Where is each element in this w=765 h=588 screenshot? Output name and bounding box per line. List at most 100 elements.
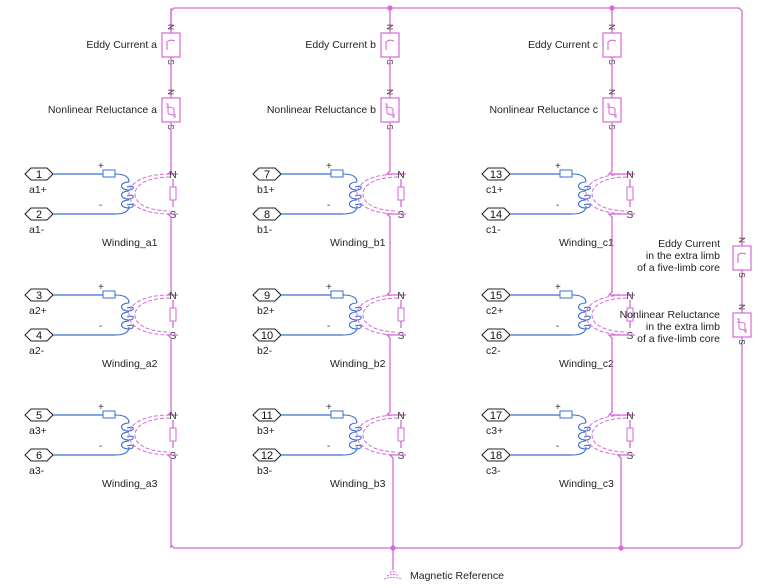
connection-port[interactable]: 1a1+ bbox=[24, 167, 54, 196]
port-label: b2+ bbox=[257, 305, 275, 317]
magnetic-reference-block[interactable]: Magnetic Reference bbox=[383, 570, 504, 582]
connection-port[interactable]: 8b1- bbox=[252, 207, 282, 236]
terminal-plus-marker bbox=[102, 290, 116, 299]
connection-port[interactable]: 6a3- bbox=[24, 448, 54, 477]
connection-port[interactable]: 5a3+ bbox=[24, 408, 54, 437]
pin-n-label: N bbox=[169, 291, 176, 302]
wire bbox=[607, 122, 635, 175]
pin-s-label: S bbox=[170, 451, 177, 462]
port-label: c3- bbox=[486, 465, 501, 477]
magnetic-ground-icon bbox=[389, 571, 397, 574]
reluctance-block-body[interactable] bbox=[161, 97, 181, 123]
flux-path-icon bbox=[356, 414, 399, 456]
minus-label: - bbox=[556, 441, 559, 452]
eddy-current-icon bbox=[166, 39, 176, 50]
eddy-current-icon bbox=[385, 39, 395, 50]
eddy-current-block-body[interactable] bbox=[161, 32, 181, 58]
port-label: b1+ bbox=[257, 184, 275, 196]
winding-name: Winding_c3 bbox=[559, 478, 614, 490]
connection-port[interactable]: 9b2+ bbox=[252, 288, 282, 317]
pin-s-label: S bbox=[627, 210, 634, 221]
leakage-reluctance-icon bbox=[169, 186, 177, 201]
connection-port[interactable]: 2a1- bbox=[24, 207, 54, 236]
wire bbox=[385, 213, 406, 296]
pin-n-label: N bbox=[737, 237, 746, 243]
pin-n-label: N bbox=[169, 170, 176, 181]
hysteresis-curve-icon bbox=[384, 106, 395, 118]
port-label: a1+ bbox=[29, 184, 47, 196]
extra-limb-eddy-current-block[interactable]: NS bbox=[732, 237, 752, 278]
leakage-reluctance-icon bbox=[397, 307, 405, 322]
flux-path-icon bbox=[591, 176, 628, 212]
flux-path-icon bbox=[128, 414, 171, 456]
port-number: 9 bbox=[264, 290, 270, 302]
coil-icon bbox=[342, 173, 362, 215]
reluctance-block-body[interactable] bbox=[732, 312, 752, 338]
connection-port[interactable]: 7b1+ bbox=[252, 167, 282, 196]
leakage-reluctance-icon bbox=[169, 307, 177, 322]
hysteresis-curve-icon bbox=[165, 106, 176, 118]
eddy-current-block-body[interactable] bbox=[602, 32, 622, 58]
pin-n-label: N bbox=[626, 411, 633, 422]
port-label: a3+ bbox=[29, 425, 47, 437]
winding-name: Winding_c2 bbox=[559, 358, 614, 370]
port-number: 4 bbox=[36, 330, 42, 342]
connection-port[interactable]: 4a2- bbox=[24, 328, 54, 357]
pin-n-label: N bbox=[166, 24, 175, 30]
eddy-current-block-body[interactable] bbox=[380, 32, 400, 58]
flux-path-icon bbox=[591, 297, 628, 333]
pin-n-label: N bbox=[626, 291, 633, 302]
eddy-current-block-body[interactable] bbox=[732, 245, 752, 271]
flux-path-icon bbox=[356, 294, 399, 336]
magnetic-ground-icon bbox=[383, 577, 403, 580]
magnetic-reference-label: Magnetic Reference bbox=[410, 570, 504, 582]
port-number: 12 bbox=[261, 450, 273, 462]
reluctance-block-body[interactable] bbox=[380, 97, 400, 123]
extra-limb-reluctance-label: Nonlinear Reluctance bbox=[620, 309, 721, 321]
reluctance-block-body[interactable] bbox=[602, 97, 622, 123]
pin-s-label: S bbox=[627, 331, 634, 342]
plus-label: + bbox=[555, 402, 561, 413]
pin-s-label: S bbox=[170, 210, 177, 221]
port-number: 1 bbox=[36, 169, 42, 181]
connection-port[interactable]: 3a2+ bbox=[24, 288, 54, 317]
extra-limb-reluctance-block[interactable]: NS bbox=[732, 304, 752, 345]
port-number: 2 bbox=[36, 209, 42, 221]
flux-path-icon bbox=[362, 417, 399, 453]
port-number: 13 bbox=[490, 169, 502, 181]
minus-label: - bbox=[556, 321, 559, 332]
winding-name: Winding_c1 bbox=[559, 237, 614, 249]
eddy-current-label: Eddy Current a bbox=[86, 39, 157, 51]
eddy-current-icon bbox=[607, 39, 617, 50]
flux-path-icon bbox=[585, 173, 628, 215]
extra-limb-eddy-label: Eddy Current bbox=[658, 238, 720, 250]
magnetic-ground-icon bbox=[386, 574, 400, 577]
port-number: 3 bbox=[36, 290, 42, 302]
leakage-reluctance-icon bbox=[169, 427, 177, 442]
port-number: 16 bbox=[490, 330, 502, 342]
pin-s-label: S bbox=[398, 331, 405, 342]
port-label: b2- bbox=[257, 345, 273, 357]
winding-name: Winding_b3 bbox=[330, 478, 386, 490]
flux-path-icon bbox=[585, 414, 628, 456]
hysteresis-curve-icon bbox=[736, 321, 747, 333]
